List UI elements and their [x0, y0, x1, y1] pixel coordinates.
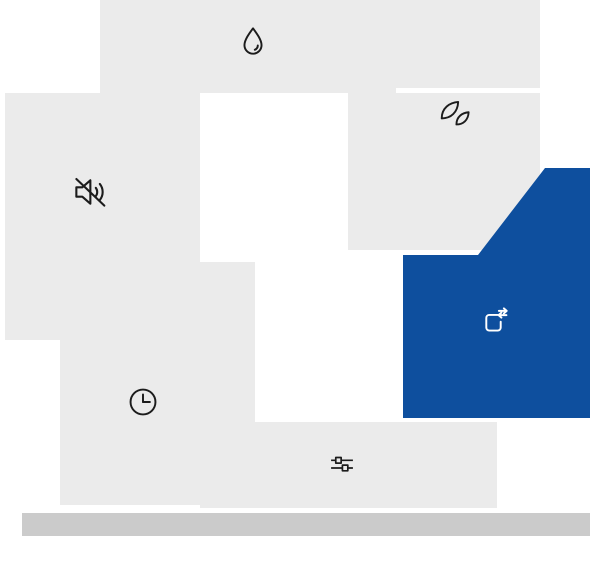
remote-transfer-icon	[477, 304, 513, 340]
tile-water-surface	[100, 0, 396, 93]
eco-leaves-icon	[436, 95, 474, 133]
tile-water-surface	[396, 0, 540, 88]
clock-icon	[125, 384, 161, 420]
tile-settings[interactable]	[200, 422, 497, 508]
tile-water[interactable]	[100, 0, 540, 93]
bottom-bar	[22, 513, 590, 536]
sliders-icon	[325, 447, 359, 481]
water-drop-icon	[235, 24, 271, 60]
speaker-muted-icon	[69, 171, 111, 213]
